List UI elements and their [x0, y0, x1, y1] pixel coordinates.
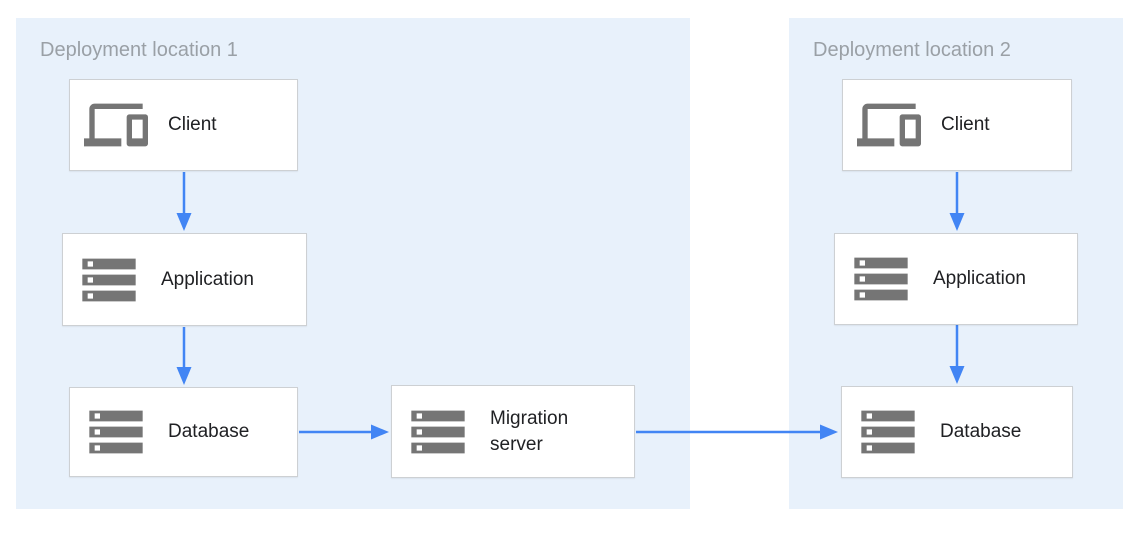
node-application-2: Application [834, 233, 1078, 325]
node-label: Application [933, 268, 1026, 289]
node-label: Client [168, 114, 217, 135]
node-database-1: Database [69, 387, 298, 477]
storage-icon [84, 400, 148, 464]
storage-icon [856, 400, 920, 464]
node-label: Application [161, 268, 254, 290]
node-client-2: Client [842, 79, 1072, 171]
region-title-1: Deployment location 1 [40, 39, 238, 61]
node-label: Migration server [490, 407, 569, 455]
region-title-2: Deployment location 2 [813, 39, 1011, 61]
storage-icon [406, 400, 470, 464]
node-client-1: Client [69, 79, 298, 171]
storage-icon [77, 248, 141, 312]
node-label: Client [941, 114, 990, 135]
devices-icon [84, 93, 148, 157]
node-database-2: Database [841, 386, 1073, 478]
node-migration-server: Migration server [391, 385, 635, 478]
devices-icon [857, 93, 921, 157]
node-label: Database [168, 421, 250, 442]
storage-icon [849, 247, 913, 311]
node-application-1: Application [62, 233, 307, 326]
node-label: Database [940, 421, 1022, 442]
